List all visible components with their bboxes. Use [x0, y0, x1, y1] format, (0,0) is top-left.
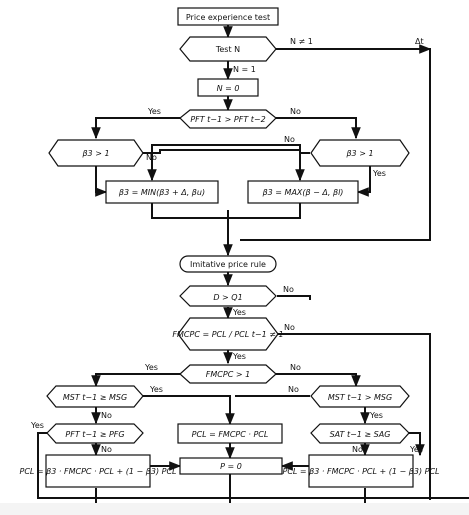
- pfg-no-label: No: [101, 445, 112, 454]
- fmcpc-gt1-decision: [179, 364, 277, 384]
- edge-min-join: [151, 203, 228, 219]
- title-text: Price experience test: [186, 13, 270, 22]
- beta-left-decision: [48, 139, 144, 167]
- pcl-right-text: PCL = β3 · FMCPC · PCL + (1 − β3) PCL: [283, 467, 440, 476]
- beta-right-yes-label: Yes: [372, 169, 386, 178]
- fmcpc-ratio-decision: [177, 317, 279, 351]
- ratio-no-label: No: [284, 323, 295, 332]
- bottom-strip: [0, 503, 469, 515]
- p-set-0-text: P = 0: [220, 462, 242, 471]
- fmcpc-ratio-text: FMCPC = PCL / PCL t−1 ≠ 1: [172, 330, 283, 339]
- ratio-yes-label: Yes: [232, 352, 246, 361]
- test-n-decision: [179, 36, 277, 62]
- sat-ge-sag-text: SAT t−1 ≥ SAG: [330, 430, 391, 439]
- beta-left-no-label: No: [146, 153, 157, 162]
- edge-pft-no: [276, 117, 361, 140]
- edge-max-join: [228, 203, 301, 219]
- lmst-yes-label: Yes: [149, 385, 163, 394]
- test-n-text: Test N: [215, 45, 240, 54]
- edge-fmcpc-no: [276, 373, 361, 388]
- beta-max-text: β3 = MAX(β − Δ, βl): [262, 188, 344, 197]
- d-gt-q-decision: [179, 285, 277, 307]
- pcl-left-text: PCL = β3 · FMCPC · PCL + (1 − β3) PCL: [20, 467, 177, 476]
- edge-pfg-yes: [37, 432, 469, 499]
- edge-sat-yes: [408, 432, 425, 457]
- d-no-label: No: [283, 285, 294, 294]
- d-yes-label: Yes: [232, 308, 246, 317]
- title-box: [177, 7, 279, 26]
- edge-lmst-yes: [143, 395, 235, 426]
- pfg-yes-label: Yes: [30, 421, 44, 430]
- pcl-fmcpc-text: PCL = FMCPC · PCL: [192, 430, 269, 439]
- edge-left-beta-yes: [95, 166, 108, 197]
- fmcpc-no-label: No: [290, 363, 301, 372]
- pcl-right-box: [308, 454, 414, 488]
- beta-right-text: β3 > 1: [345, 149, 373, 158]
- p-set-0-box: [179, 457, 283, 475]
- imitative-box: [179, 255, 277, 273]
- beta-left-text: β3 > 1: [81, 149, 109, 158]
- edge-ratio-no: [277, 333, 431, 500]
- sat-ge-sag-decision: [310, 423, 410, 444]
- edges: [37, 25, 469, 503]
- mst-gt-msg-decision: [310, 385, 410, 408]
- n-eq-1-label: N = 1: [233, 65, 256, 74]
- beta-max-box: [247, 180, 359, 204]
- fmcpc-gt1-text: FMCPC > 1: [206, 370, 250, 379]
- mst-gt-msg-text: MST t−1 > MSG: [328, 393, 392, 402]
- imitative-text: Imitative price rule: [190, 260, 266, 269]
- n-set-0-box: [197, 78, 259, 97]
- pft-ge-pfg-text: PFT t−1 ≥ PFG: [65, 430, 124, 439]
- pft-compare-decision: [179, 109, 277, 129]
- edge-pft-yes: [91, 117, 180, 140]
- pft-ge-pfg-decision: [46, 423, 144, 444]
- mst-ge-msg-decision: [46, 385, 144, 408]
- edge-right-beta-yes: [356, 166, 371, 197]
- sat-yes-label: Yes: [409, 445, 423, 454]
- n-ne-1-label: N ≠ 1: [290, 37, 313, 46]
- sat-no-label: No: [352, 445, 363, 454]
- d-gt-q-text: D > Q1: [213, 293, 242, 302]
- beta-min-text: β3 = MIN(β3 + Δ, βu): [118, 188, 205, 197]
- beta-min-box: [105, 180, 219, 204]
- rmst-no-label: No: [288, 385, 299, 394]
- pcl-left-box: [45, 454, 151, 488]
- n-set-0-text: N = 0: [217, 84, 240, 93]
- mst-ge-msg-text: MST t−1 ≥ MSG: [63, 393, 127, 402]
- beta-right-no-label: No: [284, 135, 295, 144]
- pft-no-label: No: [290, 107, 301, 116]
- edge-fmcpc-yes: [91, 373, 180, 388]
- edge-n-ne-1: [240, 48, 431, 241]
- edge-right-beta-no: [147, 144, 310, 182]
- pcl-fmcpc-box: [177, 423, 283, 444]
- fmcpc-yes-label: Yes: [144, 363, 158, 372]
- rmst-yes-label: Yes: [369, 411, 383, 420]
- pft-compare-text: PFT t−1 > PFT t−2: [190, 115, 265, 124]
- beta-right-decision: [310, 139, 410, 167]
- pft-yes-label: Yes: [147, 107, 161, 116]
- delta-t-label: Δt: [415, 37, 424, 46]
- lmst-no-label: No: [101, 411, 112, 420]
- edge-left-beta-no: [143, 149, 305, 182]
- edge-d-no: [277, 295, 311, 300]
